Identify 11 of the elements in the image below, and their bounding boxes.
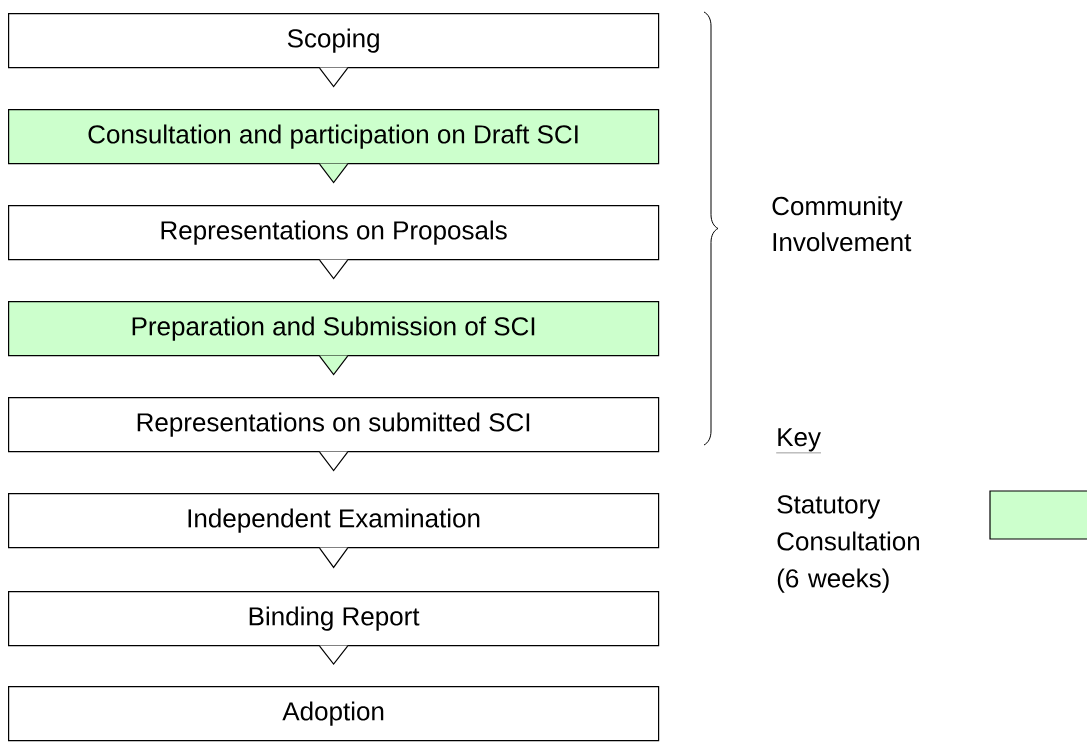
group-label: Community Involvement: [772, 196, 912, 252]
legend-text: Statutory Consultation (6 weeks): [777, 495, 919, 593]
callout-pointer: [319, 67, 349, 88]
process-box: Adoption: [8, 686, 660, 742]
legend-heading: Key: [776, 428, 822, 454]
callout-pointer: [319, 451, 349, 472]
callout-pointer: [319, 355, 349, 376]
callout-pointer: [319, 259, 349, 280]
callout-pointer: [319, 645, 349, 666]
callout-pointer: [319, 547, 349, 569]
callout-pointer: [319, 163, 349, 184]
